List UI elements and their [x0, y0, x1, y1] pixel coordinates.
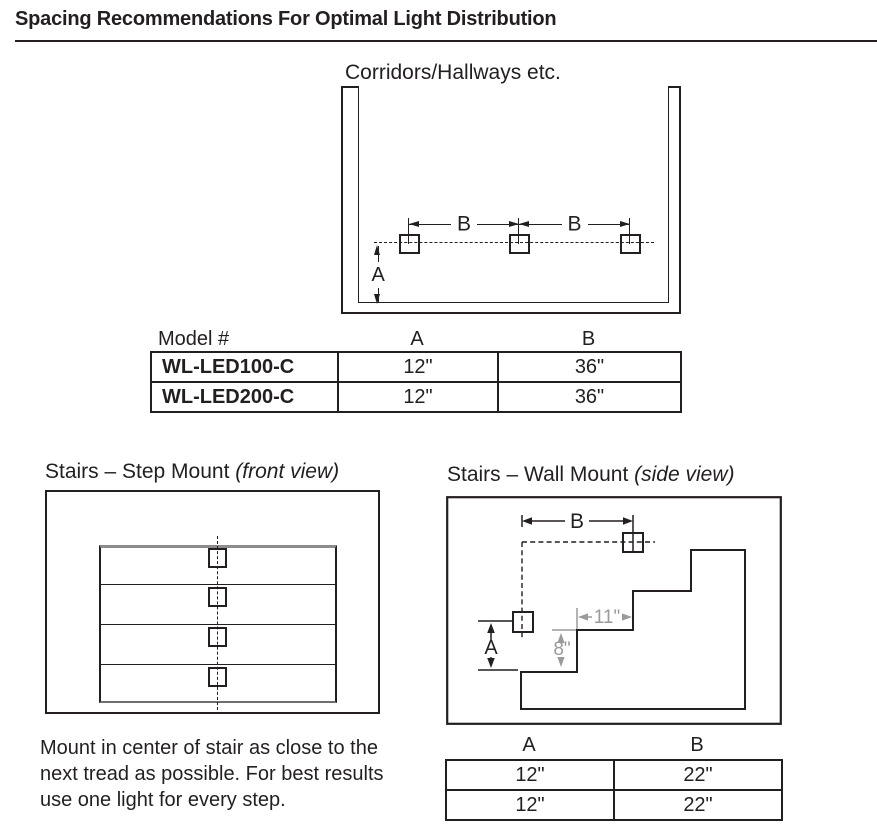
wall-mount-view-label: (side view) — [634, 463, 735, 486]
arrow-down-icon — [557, 657, 565, 667]
step-mount-heading: Stairs – Step Mount (front view) — [45, 460, 339, 484]
wall-table-header-a: A — [522, 734, 536, 756]
table-row: 12" 22" — [445, 759, 783, 791]
corridor-inner-wall — [358, 86, 669, 303]
dim-tick — [629, 218, 630, 244]
dim-a-cell: 12" — [337, 351, 499, 383]
dim-b-label: B — [561, 213, 588, 235]
model-table-header-model: Model # — [158, 328, 230, 350]
step-mount-view-label: (front view) — [235, 460, 340, 483]
stairs-front-outline — [99, 545, 337, 703]
wall-mount-table: 12" 22" 12" 22" — [445, 759, 783, 821]
stair-centerline — [217, 536, 218, 710]
light-fixture — [208, 627, 227, 647]
light-fixture — [512, 611, 534, 633]
light-fixture — [509, 234, 530, 254]
dim-tick — [408, 218, 409, 244]
staircase-profile — [520, 549, 746, 710]
tread-depth-label: 11" — [594, 607, 620, 628]
wall-mount-heading-text: Stairs – Wall Mount — [447, 463, 629, 486]
arrow-left-icon — [578, 613, 588, 621]
arrow-up-icon — [557, 633, 565, 643]
step-mount-heading-text: Stairs – Step Mount — [45, 460, 230, 483]
wall-mount-diagram: B A 11" 8" — [446, 496, 782, 725]
light-fixture — [399, 234, 420, 254]
dim-b-cell: 36" — [497, 381, 682, 413]
arrow-down-icon — [487, 658, 495, 668]
model-cell: WL-LED200-C — [150, 381, 339, 413]
dim-a-cell: 12" — [337, 381, 499, 413]
corridors-heading: Corridors/Hallways etc. — [345, 61, 561, 84]
wall-mount-heading: Stairs – Wall Mount (side view) — [447, 463, 734, 487]
arrow-up-icon — [487, 623, 495, 633]
riser-height-label: 8" — [553, 639, 570, 660]
dim-a-cell: 12" — [445, 789, 615, 821]
step-divider — [101, 624, 335, 625]
arrow-down-icon — [373, 294, 380, 304]
dim-b-right: B — [519, 213, 630, 235]
dim-a-label: A — [484, 637, 498, 659]
model-table-header-b: B — [581, 328, 596, 350]
arrow-right-icon — [622, 613, 632, 621]
dim-a: A — [369, 245, 387, 304]
table-row: 12" 22" — [445, 789, 783, 821]
dim-b-cell: 22" — [613, 789, 783, 821]
light-fixture — [208, 587, 227, 607]
dim-a-cell: 12" — [445, 759, 615, 791]
light-fixture — [620, 234, 641, 254]
dim-b-cell: 36" — [497, 351, 682, 383]
wall-table-header-b: B — [690, 734, 704, 756]
dim-a-extensions — [478, 620, 518, 671]
wall-mount-frame — [446, 496, 782, 725]
table-row: WL-LED100-C 12" 36" — [150, 351, 682, 383]
dim-b-left: B — [409, 213, 519, 235]
title-underline — [15, 40, 877, 42]
light-fixture — [208, 548, 227, 568]
arrow-right-icon — [509, 220, 519, 227]
mounting-note: Mount in center of stair as close to the… — [40, 737, 384, 811]
arrow-left-icon — [409, 220, 419, 227]
arrow-left-icon — [522, 517, 532, 525]
dim-b-label: B — [570, 510, 584, 533]
arrow-up-icon — [373, 245, 380, 255]
table-row: WL-LED200-C 12" 36" — [150, 381, 682, 413]
step-divider — [101, 664, 335, 665]
dim-b-cell: 22" — [613, 759, 783, 791]
model-table-header-a: A — [410, 328, 424, 350]
arrow-right-icon — [620, 220, 630, 227]
corridor-centerline — [374, 242, 654, 243]
dim-a-label: A — [369, 261, 387, 288]
model-cell: WL-LED100-C — [150, 351, 339, 383]
light-fixture — [208, 667, 227, 687]
page-title: Spacing Recommendations For Optimal Ligh… — [15, 8, 557, 30]
arrow-left-icon — [519, 220, 529, 227]
dim-b-label: B — [450, 213, 478, 235]
step-divider — [101, 584, 335, 585]
dim-tick — [518, 218, 519, 244]
arrow-right-icon — [623, 517, 633, 525]
model-table: WL-LED100-C 12" 36" WL-LED200-C 12" 36" — [150, 351, 682, 413]
